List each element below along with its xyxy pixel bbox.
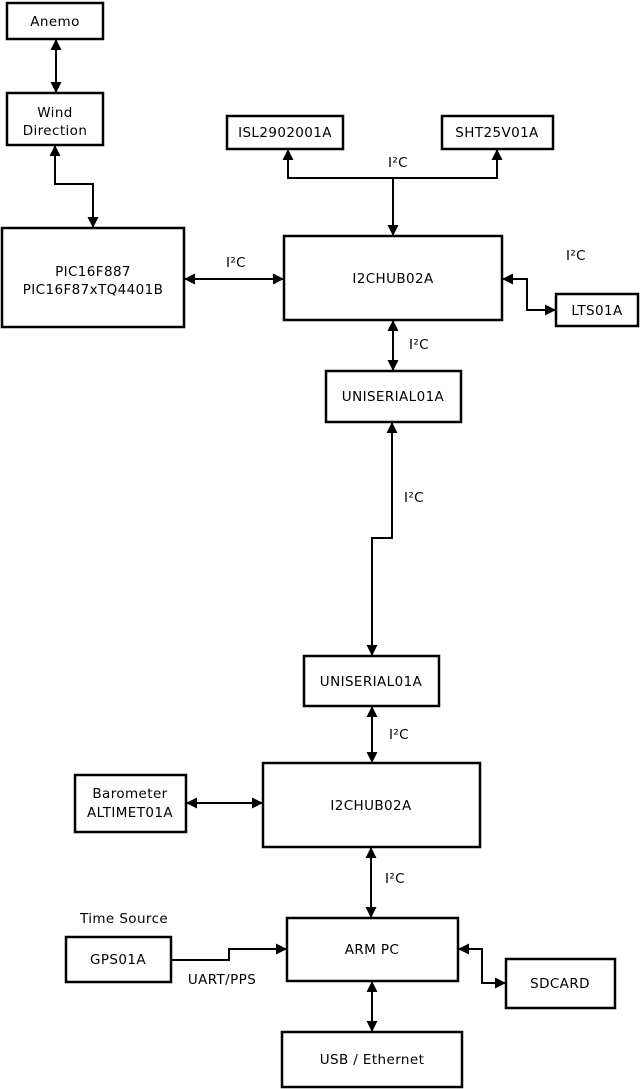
edge-gps-armpc xyxy=(171,943,287,961)
lts01a-box xyxy=(554,292,640,328)
arm-pc-label: ARM PC xyxy=(345,942,400,958)
uart-pps-label: UART/PPS xyxy=(188,972,256,988)
sht25v01a-label: SHT25V01A xyxy=(455,125,539,141)
gps01a-box xyxy=(64,935,173,984)
gps01a-label: GPS01A xyxy=(90,952,146,968)
sht25v01a-box xyxy=(440,114,555,151)
uniserial-top-label: UNISERIAL01A xyxy=(342,389,445,405)
node-i2chub-bottom: I2CHUB02A xyxy=(261,761,482,849)
node-lts01a: LTS01A xyxy=(554,292,640,328)
node-anemo: Anemo xyxy=(5,1,105,41)
uniserial-bottom-box xyxy=(302,654,441,708)
pic-label-line2: PIC16F87xTQ4401B xyxy=(23,282,164,298)
i2c-label-sensors-top: I²C xyxy=(388,155,408,171)
node-i2chub-top: I2CHUB02A xyxy=(282,234,504,322)
i2c-label-long-link: I²C xyxy=(404,490,424,506)
wind-direction-label-line1: Wind xyxy=(37,105,73,121)
node-pic: PIC16F887 PIC16F87xTQ4401B xyxy=(0,226,186,329)
node-wind-direction: Wind Direction xyxy=(5,91,105,147)
sdcard-label: SDCARD xyxy=(530,976,590,992)
usb-ethernet-label: USB / Ethernet xyxy=(320,1052,425,1068)
wind-direction-box xyxy=(5,91,105,147)
barometer-box xyxy=(73,773,188,834)
node-gps01a: GPS01A xyxy=(64,935,173,984)
node-uniserial-bottom: UNISERIAL01A xyxy=(302,654,441,708)
sdcard-box xyxy=(504,957,617,1010)
edge-armpc-sdcard xyxy=(458,943,506,989)
i2c-label-uniserial-hub-bottom: I²C xyxy=(389,727,409,743)
pic-label-line1: PIC16F887 xyxy=(55,264,131,280)
node-usb-ethernet: USB / Ethernet xyxy=(280,1030,464,1089)
i2chub-top-label: I2CHUB02A xyxy=(352,271,434,287)
edge-i2chub-top-lts xyxy=(502,273,556,316)
barometer-label-line1: Barometer xyxy=(92,786,167,802)
node-sht25v01a: SHT25V01A xyxy=(440,114,555,151)
i2c-label-hub-lts: I²C xyxy=(566,248,586,264)
node-uniserial-top: UNISERIAL01A xyxy=(324,369,463,424)
barometer-label-line2: ALTIMET01A xyxy=(87,805,173,821)
i2chub-bottom-label: I2CHUB02A xyxy=(330,798,412,814)
lts01a-label: LTS01A xyxy=(571,303,623,319)
wind-direction-label-line2: Direction xyxy=(23,123,88,139)
i2chub-bottom-box xyxy=(261,761,482,849)
isl2902001a-label: ISL2902001A xyxy=(238,125,332,141)
anemo-box xyxy=(5,1,105,41)
node-barometer: Barometer ALTIMET01A xyxy=(73,773,188,834)
node-sdcard: SDCARD xyxy=(504,957,617,1010)
i2c-label-pic-hub: I²C xyxy=(226,255,246,271)
uniserial-bottom-label: UNISERIAL01A xyxy=(320,674,423,690)
time-source-label: Time Source xyxy=(79,911,168,927)
anemo-label: Anemo xyxy=(30,14,80,30)
node-isl2902001a: ISL2902001A xyxy=(225,114,345,151)
usb-ethernet-box xyxy=(280,1030,464,1089)
arm-pc-box xyxy=(285,916,460,983)
i2c-label-hub-armpc: I²C xyxy=(385,871,405,887)
i2c-label-hub-uniserial-top: I²C xyxy=(409,337,429,353)
isl2902001a-box xyxy=(225,114,345,151)
node-arm-pc: ARM PC xyxy=(285,916,460,983)
edge-wind-direction-pic xyxy=(49,145,99,228)
pic-box xyxy=(0,226,186,329)
uniserial-top-box xyxy=(324,369,463,424)
edge-uniserial-top-uniserial-bottom xyxy=(366,422,398,656)
i2chub-top-box xyxy=(282,234,504,322)
